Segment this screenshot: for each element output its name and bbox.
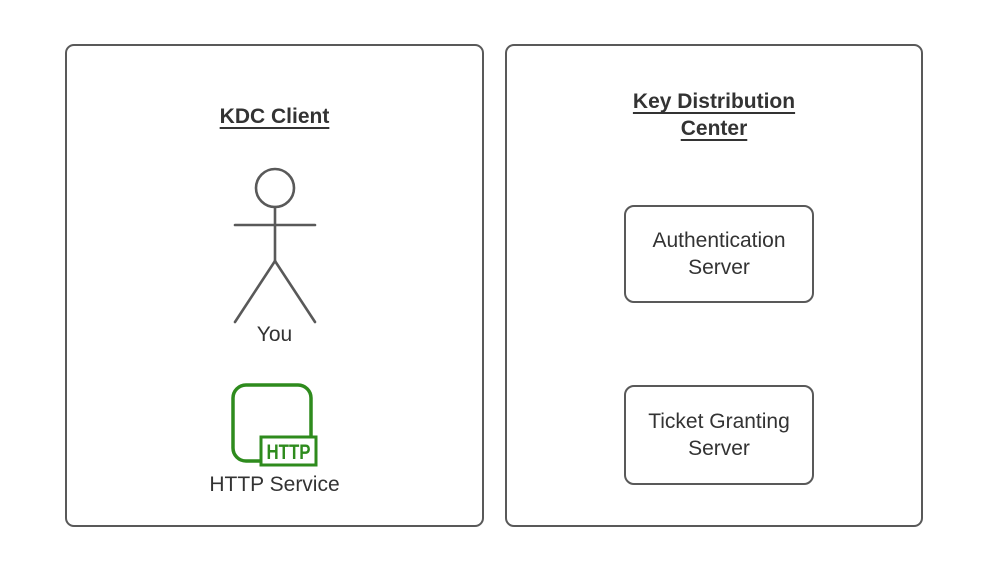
kdc-client-panel: KDC Client You HTTP HTTP Service [65,44,484,527]
kdc-client-title: KDC Client [219,105,330,128]
ticket-granting-server-label: Ticket Granting Server [648,410,790,460]
http-service-icon: HTTP [231,383,318,467]
key-distribution-center-title: Key Distribution Center [632,90,796,140]
key-distribution-center-panel: Key Distribution Center Authentication S… [505,44,923,527]
authentication-server-node: Authentication Server [624,205,814,303]
http-service-label: HTTP Service [209,473,340,496]
http-badge-label: HTTP [267,441,311,464]
actor-label: You [256,323,293,346]
authentication-server-label: Authentication Server [652,229,786,279]
ticket-granting-server-node: Ticket Granting Server [624,385,814,485]
stick-figure-actor-icon [233,167,316,324]
